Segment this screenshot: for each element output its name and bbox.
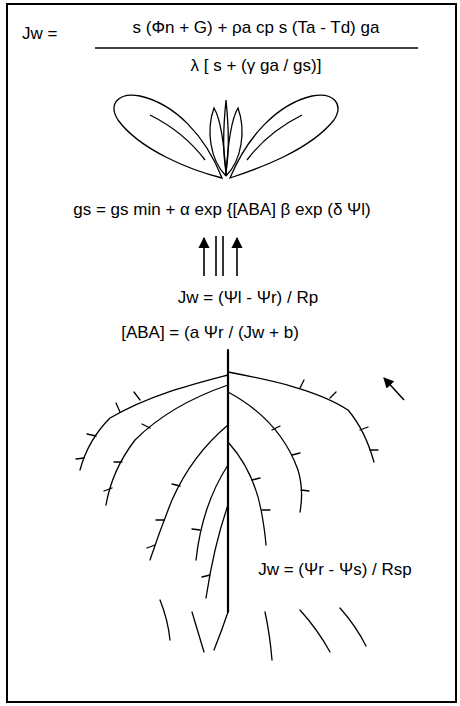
taproot xyxy=(227,350,229,612)
cotyledon-left xyxy=(114,95,222,178)
apical-bud xyxy=(224,100,229,170)
lateral-root xyxy=(228,442,266,545)
equation: λ [ s + (γ ga / gs)] xyxy=(191,56,322,76)
root-tip xyxy=(300,610,330,652)
lateral-root xyxy=(150,425,228,560)
equation: gs = gs min + α exp {[ABA] β exp (δ Ψl) xyxy=(73,200,370,220)
equation: s (Φn + G) + ρa cp s (Ta - Td) ga xyxy=(133,18,380,38)
equation: Jw = (Ψr - Ψs) / Rsp xyxy=(258,560,412,580)
root-hairs xyxy=(252,380,378,510)
equation: [ABA] = (a Ψr / (Jw + b) xyxy=(121,323,299,343)
root-system xyxy=(76,350,378,660)
lateral-root xyxy=(206,505,228,598)
equation: Jw = (Ψl - Ψr) / Rp xyxy=(178,288,318,308)
frame xyxy=(7,4,456,702)
up-arrow xyxy=(203,238,205,276)
root-tip xyxy=(192,612,204,652)
leaf-vein xyxy=(247,115,302,160)
leaf-vein xyxy=(150,115,205,160)
root-tip xyxy=(265,612,272,660)
fraction-bar xyxy=(95,47,418,49)
equation: Jw = xyxy=(22,24,57,44)
root-hairs xyxy=(76,392,210,577)
lateral-root xyxy=(228,392,302,512)
root-tip xyxy=(160,600,170,640)
uptake-arrow xyxy=(384,378,404,400)
cotyledon-right xyxy=(230,95,338,178)
double-bar xyxy=(222,236,224,276)
root-tip xyxy=(214,612,228,650)
flow-arrows xyxy=(204,236,237,276)
lateral-root xyxy=(196,465,228,560)
lateral-root xyxy=(106,385,228,505)
root-tip xyxy=(340,608,366,646)
lateral-root xyxy=(80,375,228,470)
seedling-shoot xyxy=(114,95,338,178)
up-arrow xyxy=(236,238,238,276)
double-bar xyxy=(215,236,217,276)
